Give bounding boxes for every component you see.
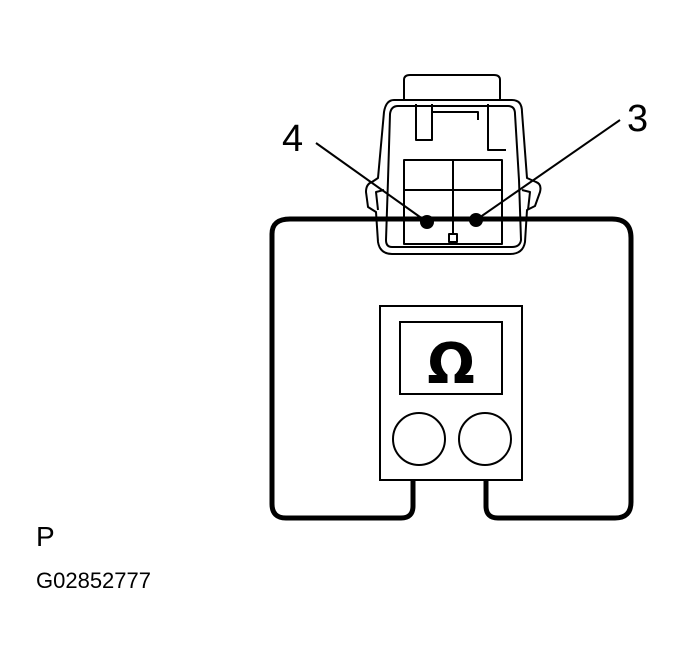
pin-4-label: 4	[282, 118, 304, 160]
connector-latch	[415, 104, 479, 141]
ohm-symbol: Ω	[427, 332, 475, 397]
pin-3-label: 3	[627, 98, 649, 140]
connector-lock-tab	[403, 74, 501, 101]
ohmmeter-right-jack	[458, 412, 512, 466]
test-lead-loop	[269, 216, 634, 521]
connector-side-rib-right	[521, 189, 531, 211]
ohmmeter-display	[399, 321, 503, 395]
connector-key	[448, 233, 458, 243]
ohmmeter-icon	[379, 305, 523, 481]
ohmmeter-left-jack	[392, 412, 446, 466]
two-pin-connector-icon	[365, 74, 542, 255]
connector-latch-detail	[487, 104, 506, 151]
leader-line-pin-3	[475, 119, 621, 221]
leader-line-pin-4	[315, 142, 428, 223]
figure-id: G02852777	[36, 568, 151, 593]
panel-label: P	[36, 521, 55, 552]
connector-inner-outline	[385, 105, 522, 248]
